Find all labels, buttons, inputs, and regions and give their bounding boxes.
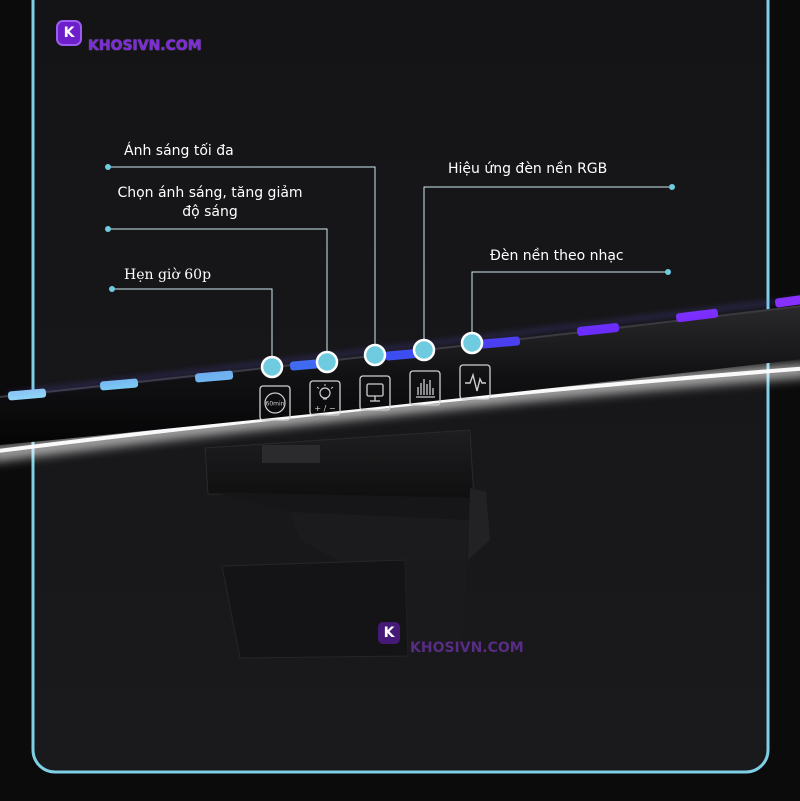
equalizer-icon — [416, 379, 435, 398]
brand-watermark-center: KHOSIVN.COM — [410, 640, 524, 656]
max-light-highlight — [363, 343, 387, 367]
timer-icon-text: 60min — [266, 401, 285, 408]
led-segment — [194, 370, 234, 383]
button-highlights — [260, 331, 484, 379]
callout-timer: Hẹn giờ 60p — [124, 267, 212, 283]
callout-lines — [108, 166, 672, 357]
light-glow — [0, 365, 800, 459]
brand-watermark-top: KHOSIVN.COM — [88, 38, 202, 54]
control-panel: 60min + / − — [259, 364, 491, 421]
brightness-highlight — [315, 350, 339, 374]
callout-select-light: Chọn ánh sáng, tăng giảm độ sáng — [117, 185, 303, 220]
callout-music-backlight: Đèn nền theo nhạc — [490, 248, 624, 264]
music-backlight-button[interactable] — [459, 364, 491, 400]
timer-highlight — [260, 355, 284, 379]
music-highlight — [460, 331, 484, 355]
led-segment — [479, 336, 521, 349]
monitor-icon — [366, 383, 384, 402]
callout-max-light: Ánh sáng tối đa — [124, 143, 234, 159]
timer-button[interactable]: 60min — [259, 385, 291, 421]
brightness-button[interactable]: + / − — [309, 380, 341, 416]
light-bar-body — [0, 306, 800, 446]
brand-logo-faint: K — [378, 622, 400, 644]
lightbulb-icon — [316, 384, 334, 400]
callout-rgb-effect: Hiệu ứng đèn nền RGB — [448, 161, 608, 177]
brand-logo: K — [58, 22, 80, 44]
max-light-button[interactable] — [359, 375, 391, 411]
rgb-effect-button[interactable] — [409, 370, 441, 406]
pulse-wave-icon — [465, 372, 486, 392]
brightness-icon-text: + / − — [314, 404, 335, 413]
monitor-clamp — [204, 429, 490, 659]
callout-dots — [105, 164, 675, 292]
rgb-highlight — [412, 338, 436, 362]
